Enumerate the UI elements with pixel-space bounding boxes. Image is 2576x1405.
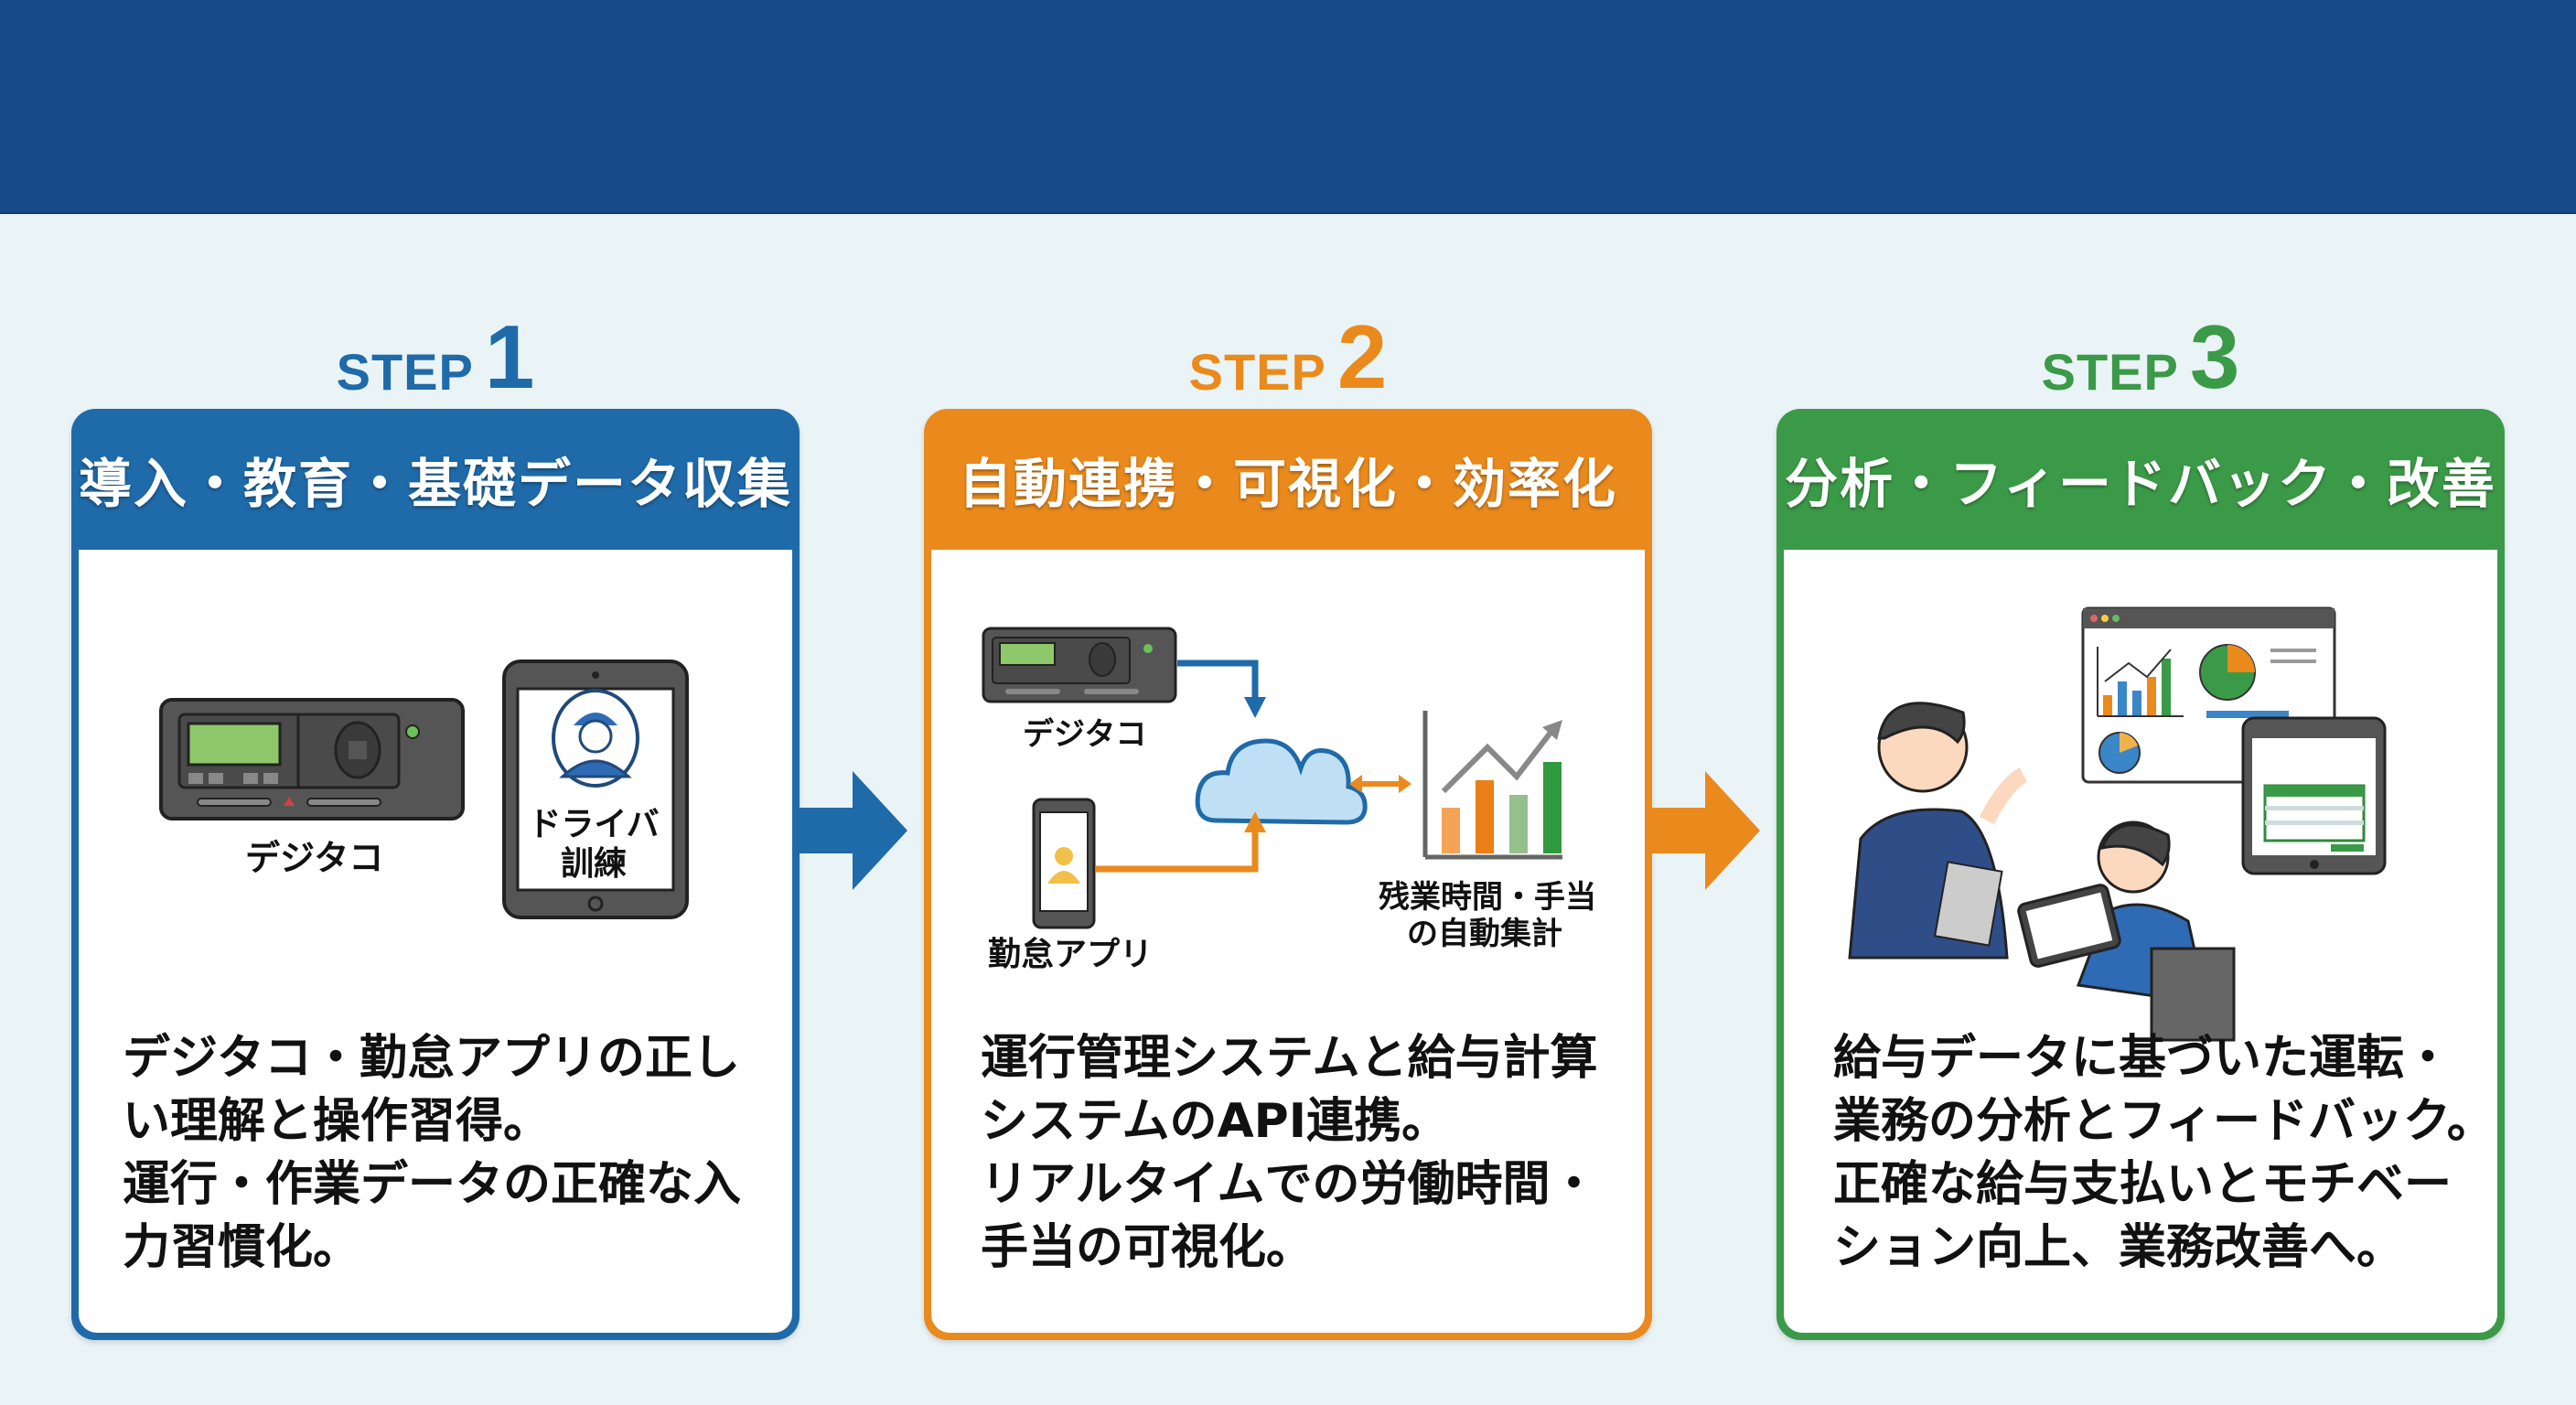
- description-line: 給与データに基づいた運転・: [1833, 1031, 2453, 1086]
- digital-tachograph-icon: [159, 698, 465, 820]
- result-label-line2: の自動集計: [1407, 916, 1562, 952]
- arrow-right-icon: [1650, 771, 1760, 890]
- chart-bar: [1509, 795, 1528, 853]
- description-line: デジタコ・勤怠アプリの正し: [123, 1031, 740, 1086]
- step-number: 1: [484, 306, 535, 407]
- digital-tachograph-icon: [982, 627, 1177, 703]
- tablet-report-icon: [2241, 716, 2387, 875]
- chart-bar: [1476, 780, 1494, 853]
- step-3-description: 給与データに基づいた運転・ 業務の分析とフィードバック。 正確な給与支払いとモチ…: [1833, 1027, 2495, 1280]
- tablet-icon: [502, 660, 689, 919]
- bar-chart-icon: [1422, 711, 1562, 860]
- step-2-description: 運行管理システムと給与計算 システムのAPI連携。 リアルタイムでの労働時間・ …: [981, 1027, 1625, 1280]
- step-word: STEP: [2041, 343, 2179, 401]
- step-3-label: STEP 3: [1776, 306, 2505, 407]
- step-1-card: 導入・教育・基礎データ収集: [71, 409, 800, 1340]
- header-band: [0, 0, 2576, 214]
- result-label-line1: 残業時間・手当: [1379, 879, 1596, 916]
- description-line: 運行・作業データの正確な入: [123, 1157, 742, 1212]
- description-line: 手当の可視化。: [981, 1220, 1315, 1275]
- step-3-illustration: [1848, 606, 2387, 1042]
- description-line: ション向上、業務改善へ。: [1833, 1220, 2405, 1275]
- step-1-description: デジタコ・勤怠アプリの正し い理解と操作習得。 運行・作業データの正確な入 力習…: [123, 1027, 772, 1280]
- step-number: 2: [1336, 306, 1388, 407]
- description-line: 業務の分析とフィードバック。: [1833, 1094, 2495, 1149]
- step-2-card: 自動連携・可視化・効率化: [924, 409, 1652, 1340]
- tablet-label-line2: 訓練: [560, 845, 627, 883]
- driver-avatar-icon: [552, 689, 639, 788]
- step-2-label: STEP 2: [924, 306, 1652, 407]
- description-line: い理解と操作習得。: [123, 1094, 552, 1149]
- step-word: STEP: [336, 343, 474, 401]
- arrow-right-icon: [798, 771, 907, 890]
- tablet-label-line1: ドライバ: [528, 806, 660, 843]
- device-label: デジタコ: [245, 838, 384, 878]
- step-word: STEP: [1188, 343, 1326, 401]
- step-2-title: 自動連携・可視化・効率化: [958, 453, 1617, 515]
- step-1-illustration: [159, 660, 689, 919]
- description-line: 正確な給与支払いとモチベー: [1833, 1157, 2453, 1212]
- step-3-card: 分析・フィードバック・改善: [1776, 409, 2505, 1340]
- step-number: 3: [2189, 306, 2240, 407]
- description-line: 力習慣化。: [123, 1220, 361, 1275]
- bidirectional-arrow-icon: [1349, 775, 1411, 793]
- step-1-title: 導入・教育・基礎データ収集: [78, 453, 792, 515]
- app-label: 勤怠アプリ: [988, 936, 1154, 973]
- presenter-person-icon: [1848, 702, 2028, 960]
- description-line: システムのAPI連携。: [981, 1094, 1450, 1149]
- chart-bar: [1442, 808, 1460, 853]
- step-2-illustration: [982, 627, 1562, 929]
- cloud-icon: [1195, 738, 1368, 825]
- step-1-label: STEP 1: [71, 306, 800, 407]
- chart-bar: [1543, 762, 1562, 853]
- smartphone-icon: [1032, 798, 1096, 929]
- description-line: 運行管理システムと給与計算: [981, 1031, 1598, 1086]
- description-line: リアルタイムでの労働時間・: [981, 1157, 1598, 1212]
- device-label: デジタコ: [1023, 716, 1147, 753]
- step-3-title: 分析・フィードバック・改善: [1785, 453, 2496, 515]
- analyst-person-icon: [2017, 820, 2236, 1042]
